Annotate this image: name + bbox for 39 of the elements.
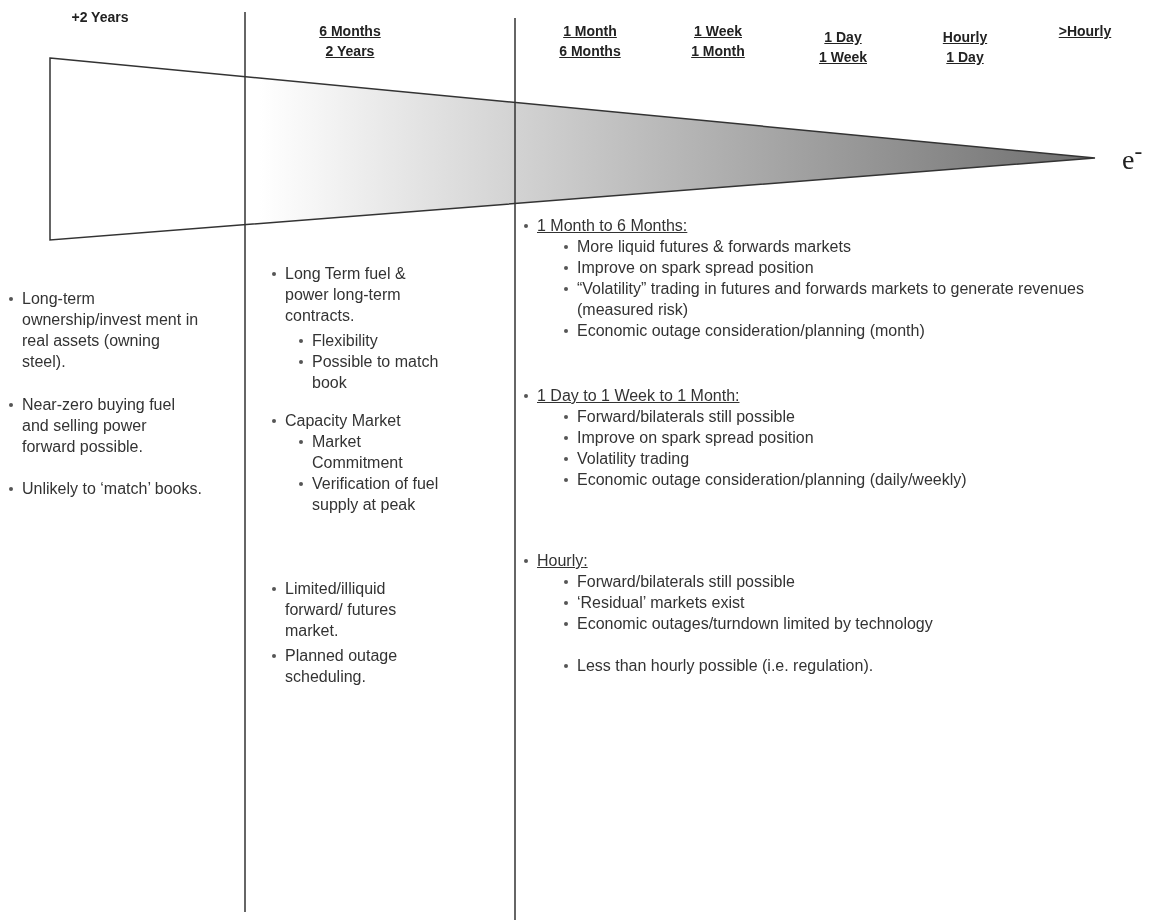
sub-bullet-text: Improve on spark spread position	[577, 258, 815, 278]
time-range-heading: 2 Years	[324, 42, 376, 60]
sub-bullet-text: More liquid futures & forwards markets	[577, 237, 852, 257]
sub-bullet-text: Forward/bilaterals still possible	[577, 407, 796, 427]
section-heading: 1 Day to 1 Week to 1 Month:	[537, 386, 741, 406]
sub-bullet-text: Possible to match book	[312, 352, 440, 393]
time-range-heading: 1 Day	[945, 48, 985, 66]
time-range-heading: >Hourly	[1057, 22, 1113, 40]
time-range-heading: 1 Week	[693, 22, 743, 40]
bullet-text: Near-zero buying fuel and selling power forward possible.	[22, 395, 176, 457]
sub-bullet-text: Verification of fuel supply at peak	[312, 474, 440, 515]
time-range-heading: 1 Day	[823, 28, 863, 46]
bullet-text: Planned outage scheduling.	[285, 646, 399, 687]
bullet-text: Limited/illiquid forward/ futures market.	[285, 579, 398, 641]
sub-bullet-text: Volatility trading	[577, 449, 691, 469]
bullet-text: Long Term fuel & power long-term contracts.	[285, 264, 407, 326]
time-range-heading: 1 Week	[818, 48, 868, 66]
column-heading: +2 Years	[70, 8, 130, 26]
bullet-text: Capacity Market	[285, 411, 402, 431]
sub-bullet-text: Economic outages/turndown limited by technology	[577, 614, 934, 634]
sub-bullet-text: Flexibility	[312, 331, 379, 351]
sub-bullet-text: Less than hourly possible (i.e. regulation).	[577, 656, 875, 676]
bullet-text: Long-term ownership/invest ment in real assets (owning steel).	[22, 289, 200, 372]
electron-symbol: e$^{-}$	[1122, 138, 1144, 177]
sub-bullet-text: Forward/bilaterals still possible	[577, 572, 796, 592]
time-range-heading: Hourly	[941, 28, 989, 46]
time-range-heading: 6 Months	[318, 22, 382, 40]
sub-bullet-text: Market Commitment	[312, 432, 404, 473]
section-heading: 1 Month to 6 Months:	[537, 216, 689, 236]
bullet-text: Unlikely to ‘match’ books.	[22, 479, 203, 499]
sub-bullet-text: Economic outage consideration/planning (month)	[577, 321, 926, 341]
time-range-heading: 6 Months	[558, 42, 622, 60]
sub-bullet-text: Economic outage consideration/planning (daily/weekly)	[577, 470, 968, 490]
sub-bullet-text: ‘Residual’ markets exist	[577, 593, 746, 613]
section-heading: Hourly:	[537, 551, 589, 571]
sub-bullet-text: Improve on spark spread position	[577, 428, 815, 448]
sub-bullet-text: “Volatility” trading in futures and forwards markets to generate revenues (measured risk)	[577, 279, 1085, 320]
time-range-heading: 1 Month	[562, 22, 618, 40]
time-range-heading: 1 Month	[690, 42, 746, 60]
